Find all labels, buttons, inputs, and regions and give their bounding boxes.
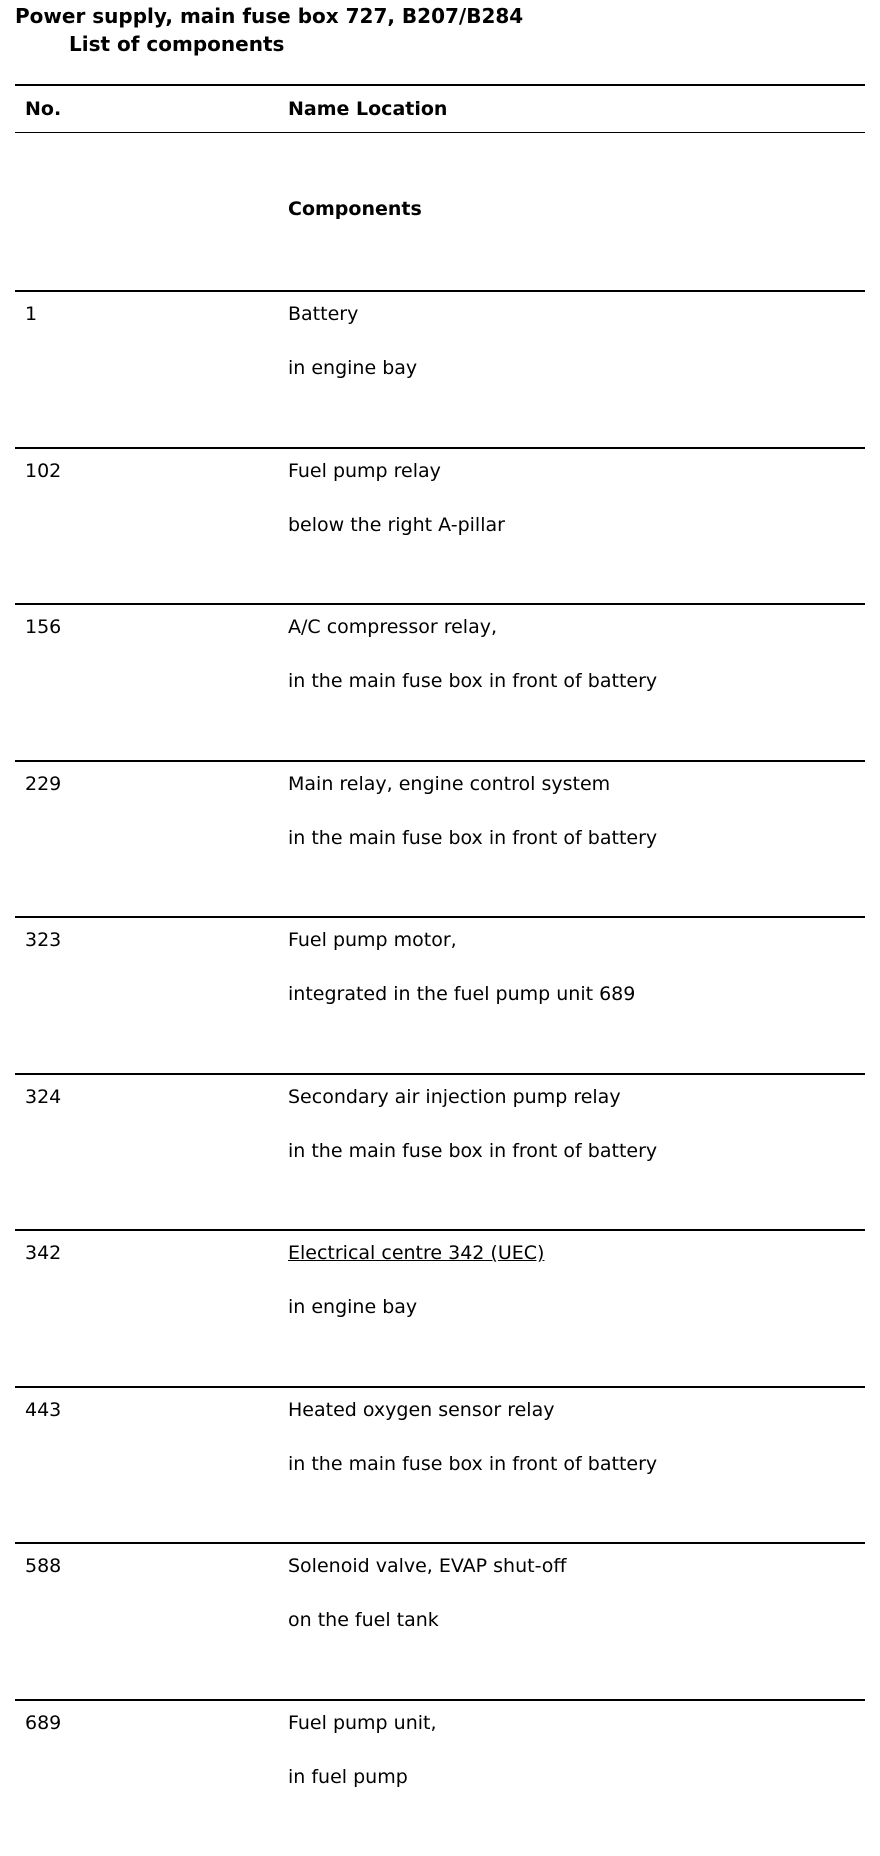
component-name: Secondary air injection pump relay — [288, 1086, 621, 1108]
component-number: 229 — [25, 773, 62, 795]
row-divider — [15, 603, 865, 605]
table-row: 443 Heated oxygen sensor relay in the main… — [0, 1388, 880, 1543]
component-number: 588 — [25, 1555, 62, 1577]
row-divider — [15, 916, 865, 918]
section-label-components: Components — [288, 198, 422, 220]
row-divider — [15, 1229, 865, 1231]
component-number: 342 — [25, 1242, 62, 1264]
table-row: 342 Electrical centre 342 (UEC) in engine … — [0, 1231, 880, 1386]
table-header-rule — [15, 132, 865, 133]
component-name: Fuel pump motor, — [288, 929, 457, 951]
table-row: 1 Battery in engine bay — [0, 292, 880, 447]
component-name: Main relay, engine control system — [288, 773, 611, 795]
document-title: Power supply, main fuse box 727, B207/B2… — [15, 4, 524, 28]
row-divider — [15, 1386, 865, 1388]
table-row: 323 Fuel pump motor, integrated in the fue… — [0, 918, 880, 1073]
column-header-no: No. — [25, 98, 62, 120]
row-divider — [15, 1542, 865, 1544]
component-number: 324 — [25, 1086, 62, 1108]
component-location: in engine bay — [288, 1296, 418, 1318]
table-row: 588 Solenoid valve, EVAP shut-off on the f… — [0, 1544, 880, 1699]
row-divider — [15, 447, 865, 449]
component-name-link[interactable]: Electrical centre 342 (UEC) — [288, 1242, 545, 1264]
component-number: 1 — [25, 303, 38, 325]
component-name: Fuel pump unit, — [288, 1712, 437, 1734]
document-subtitle: List of components — [69, 32, 285, 56]
component-location: in the main fuse box in front of battery — [288, 1140, 658, 1162]
component-number: 323 — [25, 929, 62, 951]
table-row: 689 Fuel pump unit, in fuel pump — [0, 1701, 880, 1856]
component-name: Solenoid valve, EVAP shut-off — [288, 1555, 567, 1577]
component-location: below the right A-pillar — [288, 514, 505, 536]
component-number: 156 — [25, 616, 62, 638]
row-divider — [15, 290, 865, 292]
table-row: 229 Main relay, engine control system in t… — [0, 762, 880, 917]
column-header-name-location: Name Location — [288, 98, 448, 120]
row-divider — [15, 1699, 865, 1701]
row-divider — [15, 1073, 865, 1075]
component-location: in engine bay — [288, 357, 418, 379]
component-name: Battery — [288, 303, 359, 325]
component-number: 689 — [25, 1712, 62, 1734]
component-name: Fuel pump relay — [288, 460, 441, 482]
component-location: in fuel pump — [288, 1766, 408, 1788]
component-name: A/C compressor relay, — [288, 616, 497, 638]
table-row: 324 Secondary air injection pump relay in … — [0, 1075, 880, 1230]
component-location: in the main fuse box in front of battery — [288, 670, 658, 692]
table-top-rule — [15, 84, 865, 86]
table-row: 102 Fuel pump relay below the right A-pill… — [0, 449, 880, 604]
component-name: Heated oxygen sensor relay — [288, 1399, 555, 1421]
document-page: Power supply, main fuse box 727, B207/B2… — [0, 4, 880, 1788]
component-location: on the fuel tank — [288, 1609, 439, 1631]
component-location: in the main fuse box in front of battery — [288, 1453, 658, 1475]
component-number: 102 — [25, 460, 62, 482]
component-location: integrated in the fuel pump unit 689 — [288, 983, 636, 1005]
row-divider — [15, 760, 865, 762]
table-header: No. Name Location — [0, 86, 880, 130]
table-row: 156 A/C compressor relay, in the main fuse… — [0, 605, 880, 760]
component-number: 443 — [25, 1399, 62, 1421]
component-location: in the main fuse box in front of battery — [288, 827, 658, 849]
